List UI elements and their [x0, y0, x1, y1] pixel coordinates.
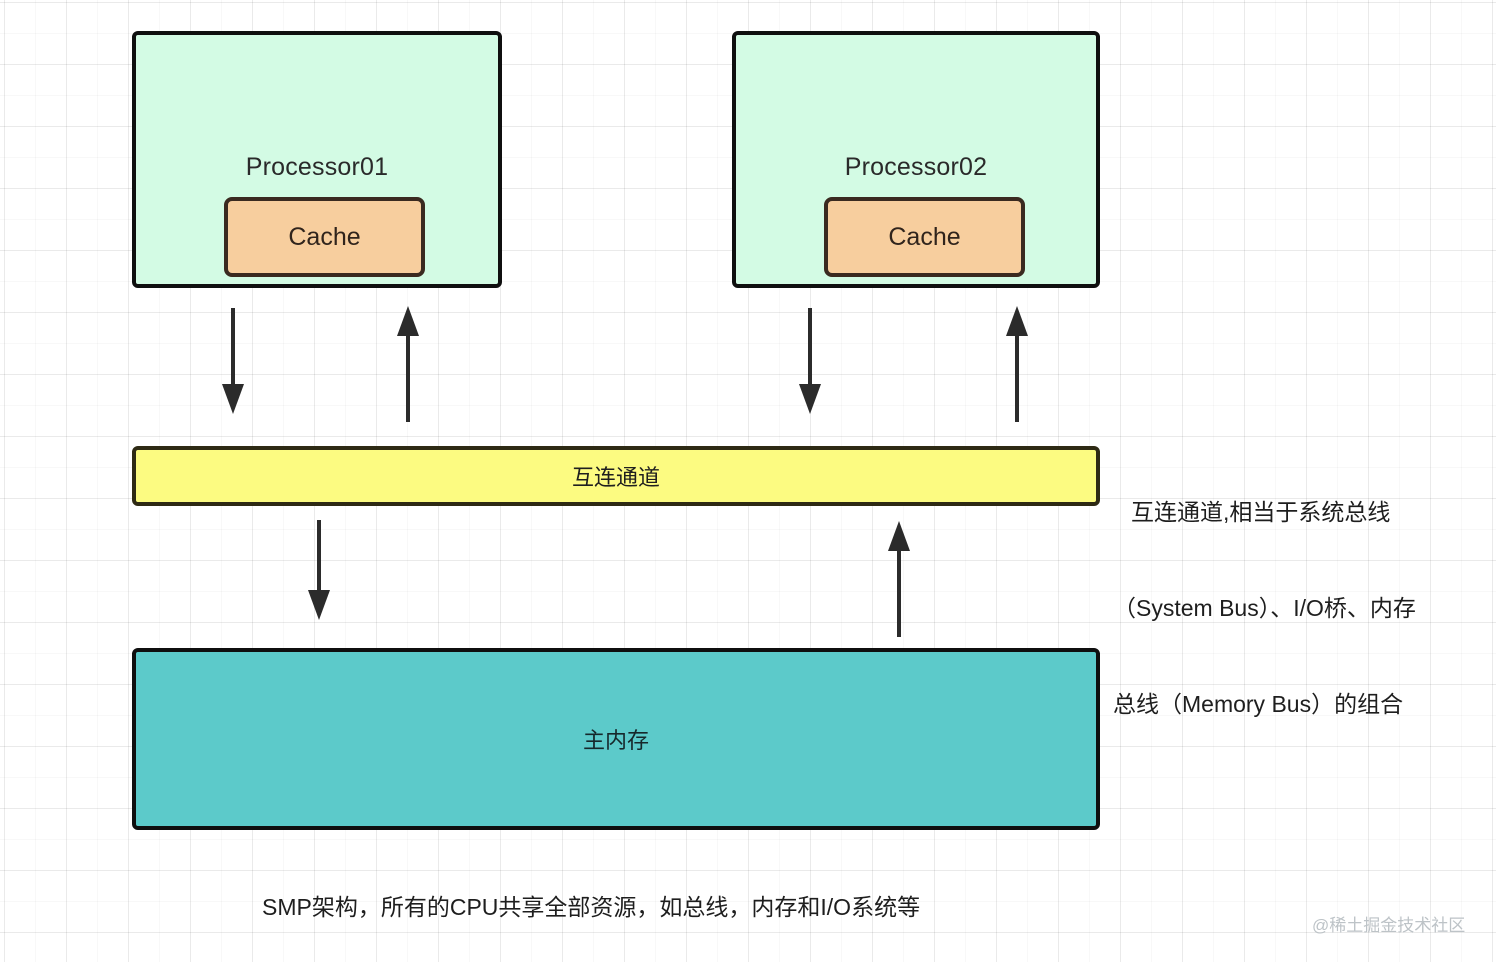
- arrow-shaft: [808, 308, 812, 388]
- processor-02-box: Processor02 Cache: [732, 31, 1100, 288]
- interconnect-bus-label: 互连通道: [571, 465, 660, 490]
- arrow-bus-to-processor-02: [1006, 306, 1028, 422]
- arrow-bus-to-memory: [308, 520, 330, 620]
- arrow-shaft: [897, 547, 901, 637]
- arrow-shaft: [1015, 332, 1019, 422]
- arrow-bus-to-processor-01: [397, 306, 419, 422]
- processor-01-label: Processor01: [245, 153, 389, 181]
- processor-01-cache-box: Cache: [224, 197, 425, 277]
- arrow-shaft: [231, 308, 235, 388]
- bus-annotation-line-2: （System Bus）、I/O桥、内存: [1113, 595, 1416, 621]
- arrow-head: [222, 384, 244, 414]
- interconnect-bus-bar: 互连通道: [132, 446, 1100, 506]
- arrow-memory-to-bus: [888, 521, 910, 637]
- arrow-head: [1006, 306, 1028, 336]
- arrow-head: [308, 590, 330, 620]
- main-memory-box: 主内存: [132, 648, 1100, 830]
- bus-annotation: 互连通道,相当于系统总线 （System Bus）、I/O桥、内存 总线（Mem…: [1113, 432, 1493, 784]
- processor-02-label: Processor02: [844, 153, 988, 181]
- processor-02-cache-box: Cache: [824, 197, 1025, 277]
- bus-annotation-line-3: 总线（Memory Bus）的组合: [1113, 691, 1404, 717]
- bus-annotation-line-1: 互连通道,相当于系统总线: [1131, 499, 1391, 525]
- arrow-shaft: [406, 332, 410, 422]
- processor-01-box: Processor01 Cache: [132, 31, 502, 288]
- processor-01-cache-label: Cache: [288, 222, 361, 251]
- main-memory-label: 主内存: [582, 728, 649, 753]
- arrow-head: [888, 521, 910, 551]
- arrow-processor-02-to-bus: [799, 308, 821, 414]
- arrow-shaft: [317, 520, 321, 594]
- watermark: @稀土掘金技术社区: [1312, 916, 1466, 935]
- arrow-processor-01-to-bus: [222, 308, 244, 414]
- processor-02-cache-label: Cache: [888, 222, 961, 251]
- diagram-caption: SMP架构，所有的CPU共享全部资源，如总线，内存和I/O系统等: [262, 894, 921, 920]
- arrow-head: [397, 306, 419, 336]
- arrow-head: [799, 384, 821, 414]
